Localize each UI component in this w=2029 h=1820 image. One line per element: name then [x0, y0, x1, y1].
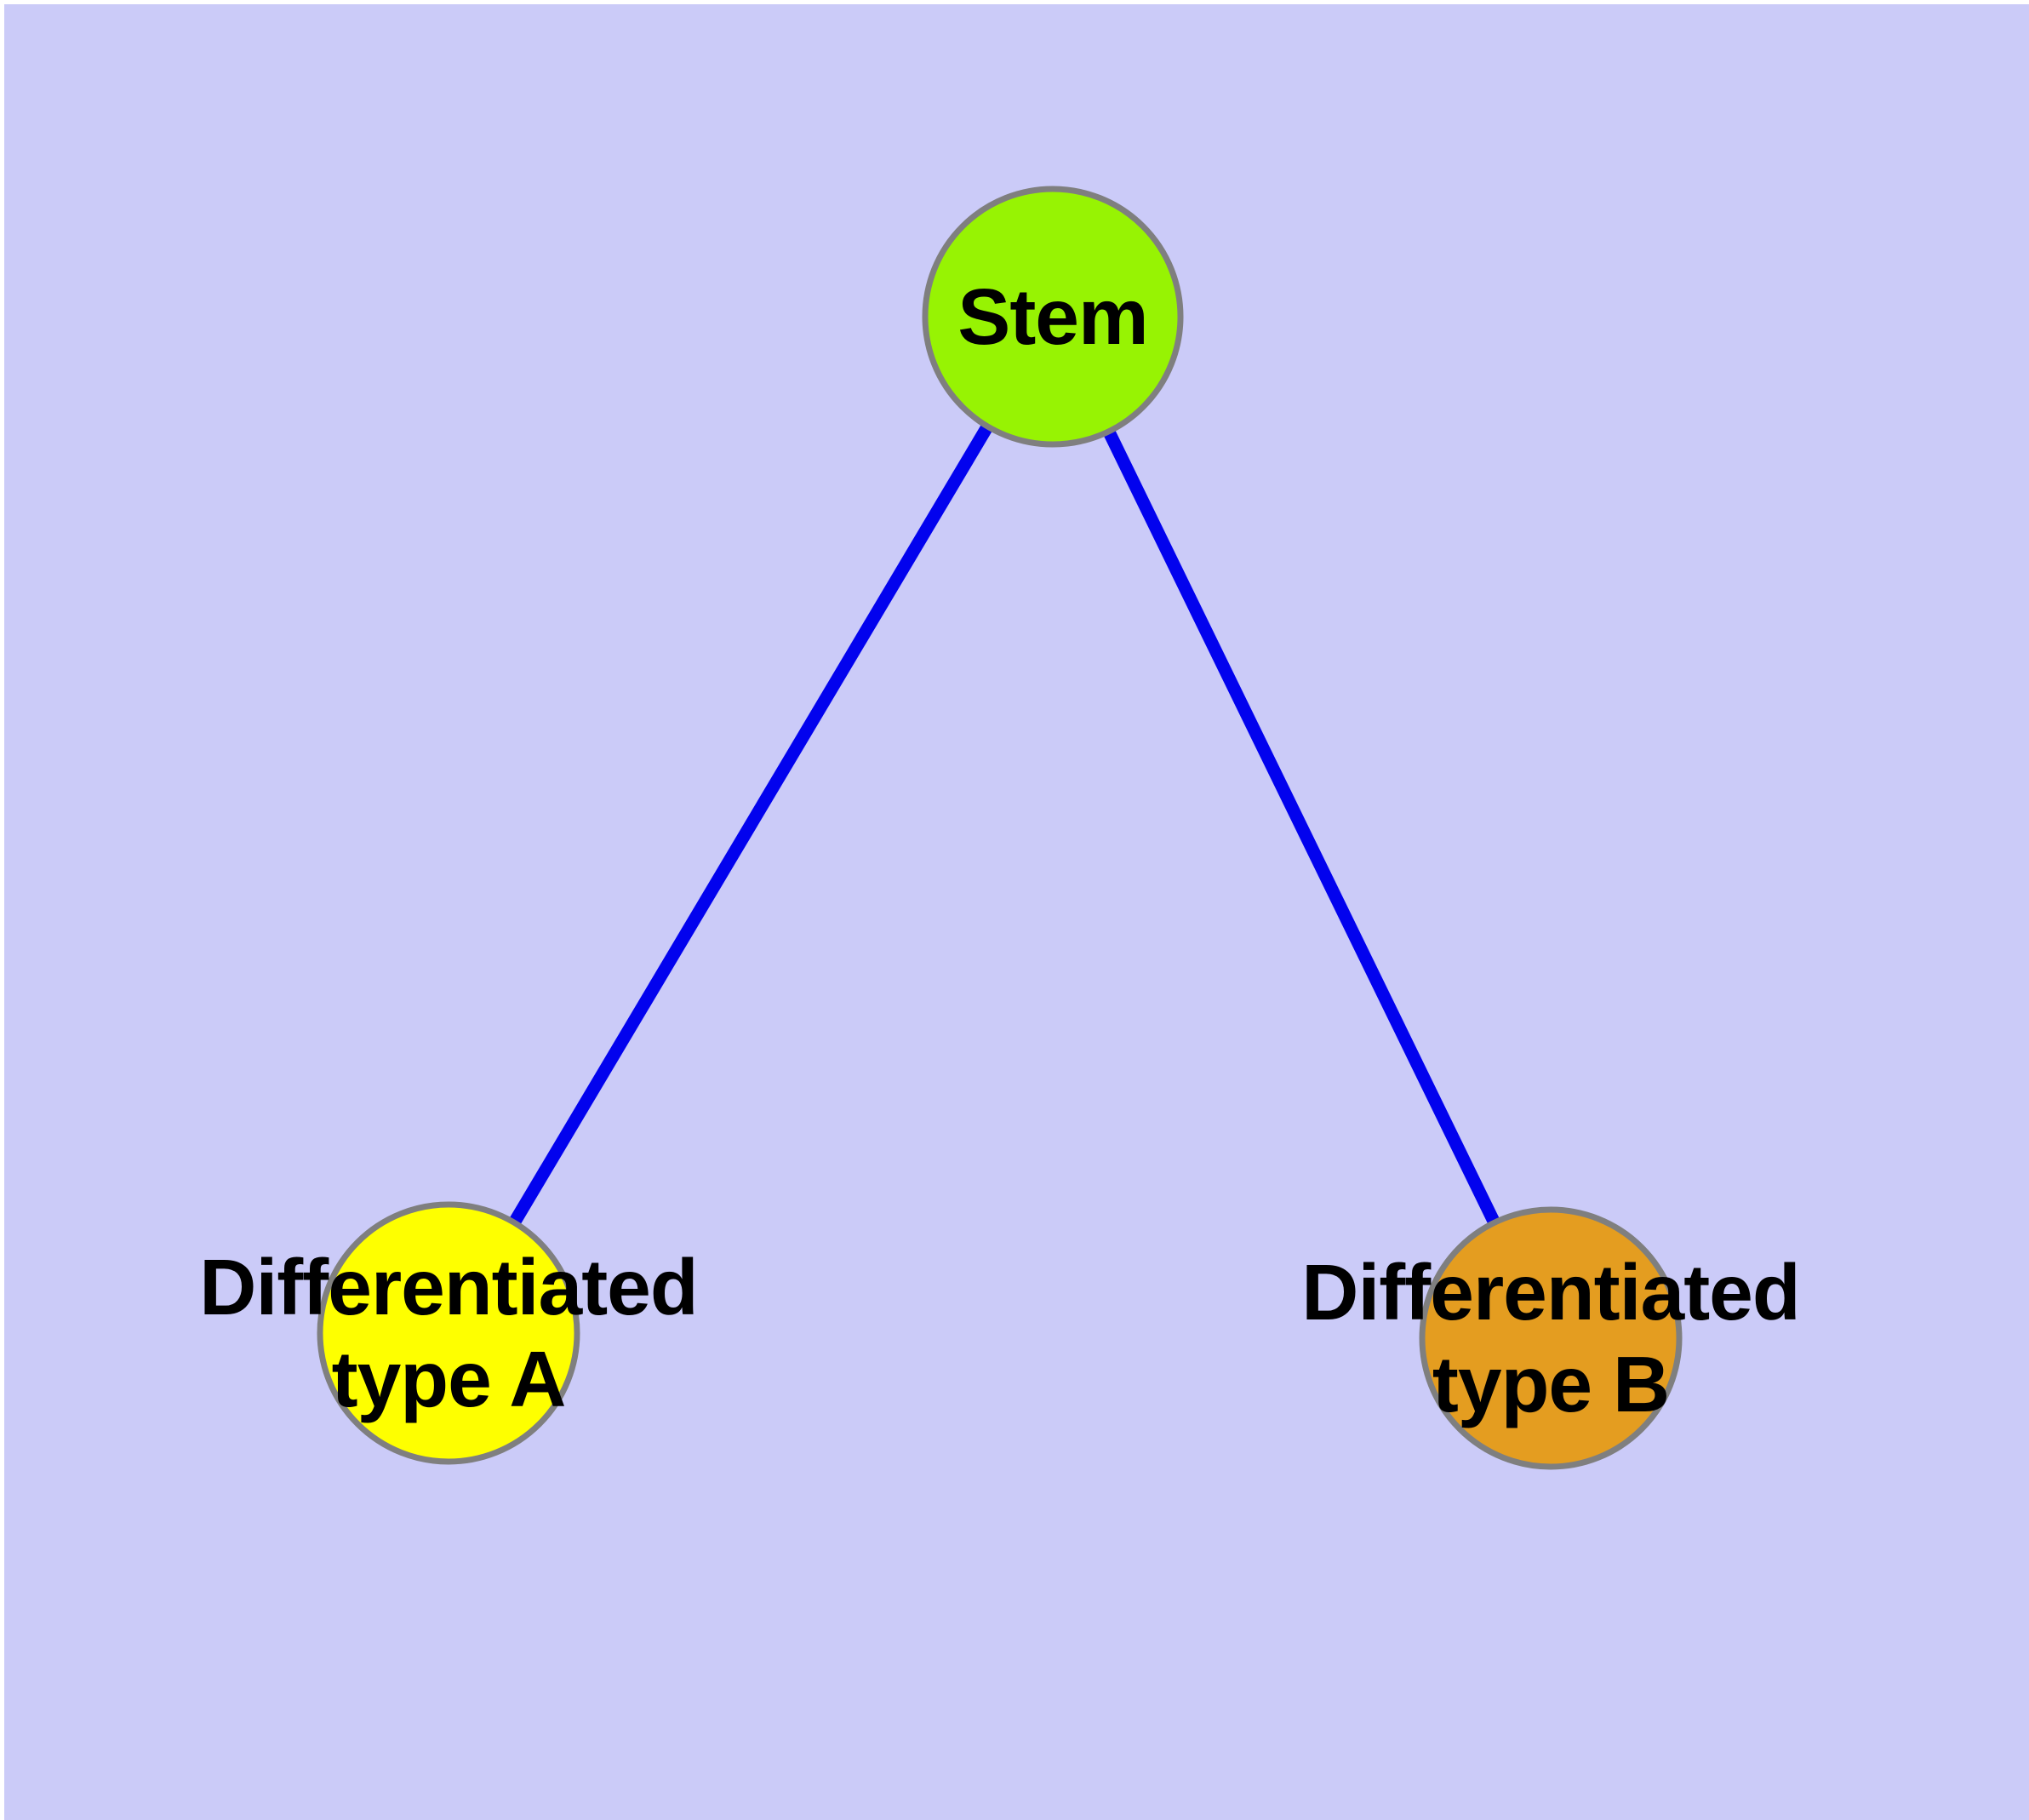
node-differentiated-type-a: [317, 1201, 580, 1465]
node-differentiated-type-b: [1419, 1206, 1683, 1470]
node-stem: [922, 186, 1184, 448]
edge-stem-to-type-b: [1047, 313, 1557, 1342]
edge-stem-to-type-a: [443, 313, 1059, 1336]
